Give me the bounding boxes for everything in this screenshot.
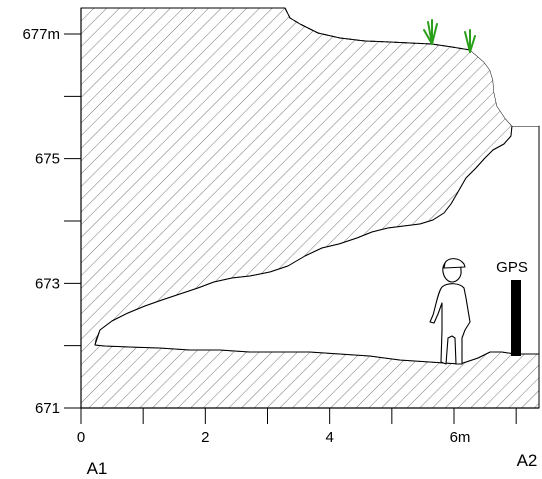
y-tick-label: 677m [22,26,60,43]
dashed-surface-edge [284,7,471,51]
x-tick-label: 2 [201,429,209,446]
y-tick-label: 671 [35,400,60,417]
gps-label: GPS [496,259,528,276]
grass-icon [423,19,438,45]
x-axis-ticks: 0 2 4 6m [77,408,517,446]
person-scale-figure [429,258,471,365]
x-tick-label: 6m [450,429,471,446]
y-tick-label: 675 [35,151,60,168]
x-tick-label: 4 [325,429,333,446]
cave-void [94,125,540,365]
open-air-right [470,50,539,126]
y-tick-label: 673 [35,275,60,292]
corner-label-a1: A1 [87,459,108,478]
y-axis-ticks: 677m 675 673 671 [22,26,81,417]
corner-label-a2: A2 [517,451,538,470]
gps-marker [511,280,521,356]
x-tick-label: 0 [77,429,85,446]
grass-icon [464,29,476,53]
